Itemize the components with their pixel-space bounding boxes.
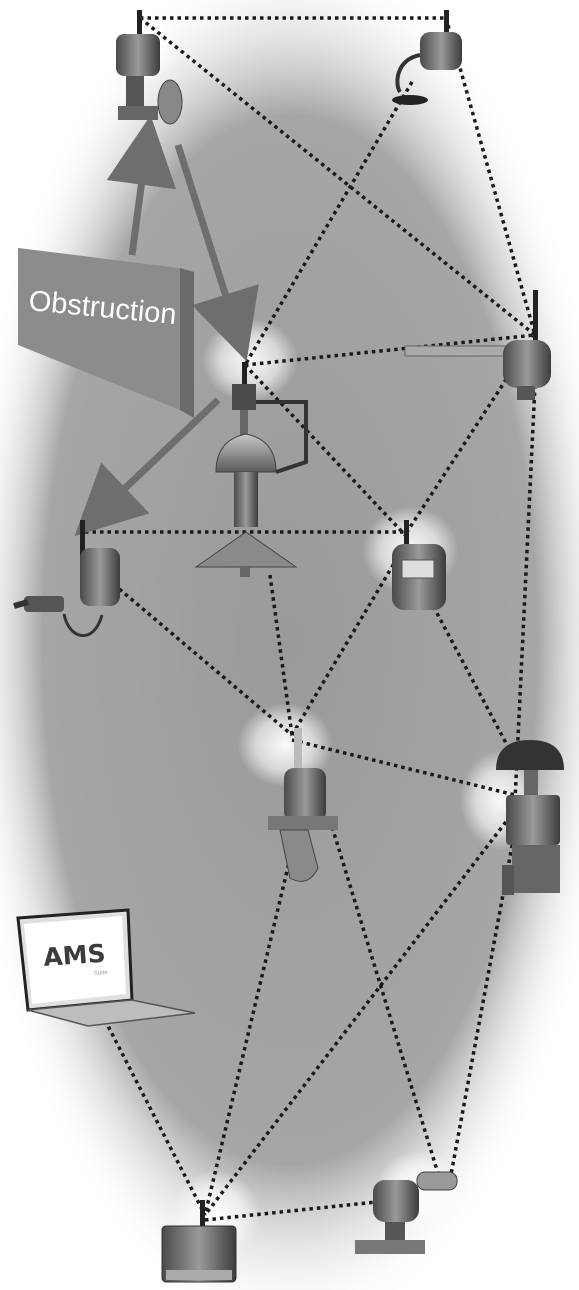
ams-logo-text: AMS: [42, 939, 106, 972]
control-valve-icon: [496, 740, 564, 895]
ams-suite-text: Suite: [94, 970, 109, 977]
